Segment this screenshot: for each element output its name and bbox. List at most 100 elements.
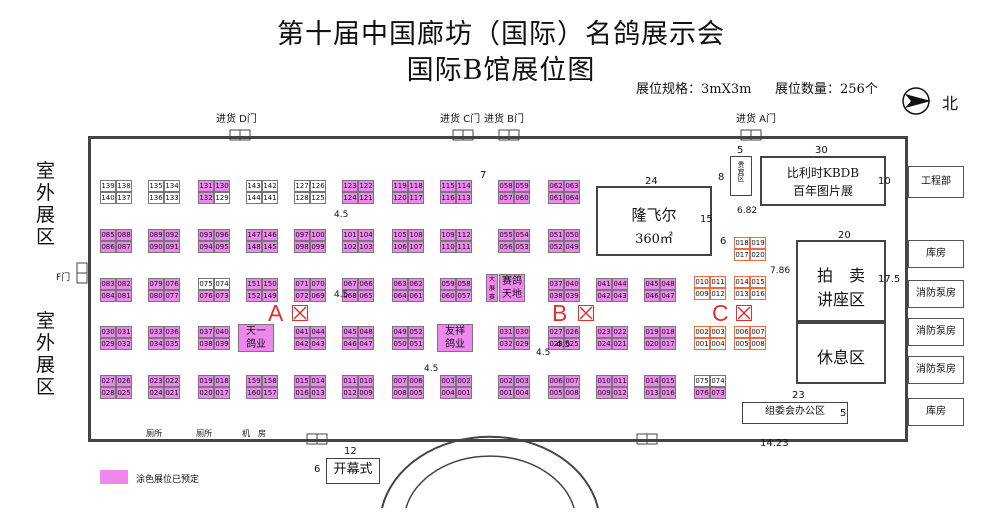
- booth-128[interactable]: 128: [294, 192, 310, 204]
- booth-019[interactable]: 019: [198, 375, 214, 387]
- booth-142[interactable]: 142: [262, 180, 278, 192]
- booth-012[interactable]: 012: [710, 288, 726, 300]
- booth-001[interactable]: 001: [694, 338, 710, 350]
- booth-109[interactable]: 109: [440, 229, 456, 241]
- booth-013[interactable]: 013: [734, 288, 750, 300]
- booth-122[interactable]: 122: [358, 180, 374, 192]
- booth-102[interactable]: 102: [342, 241, 358, 253]
- booth-067[interactable]: 067: [342, 278, 358, 290]
- booth-099[interactable]: 099: [310, 241, 326, 253]
- booth-saigetiandi[interactable]: 赛鸽天地: [499, 274, 525, 302]
- booth-020[interactable]: 020: [644, 338, 660, 350]
- booth-116[interactable]: 116: [440, 192, 456, 204]
- booth-143[interactable]: 143: [246, 180, 262, 192]
- booth-004[interactable]: 004: [440, 387, 456, 399]
- booth-039[interactable]: 039: [564, 290, 580, 302]
- booth-105[interactable]: 105: [392, 229, 408, 241]
- booth-042[interactable]: 042: [596, 290, 612, 302]
- booth-005[interactable]: 005: [548, 387, 564, 399]
- booth-063[interactable]: 063: [392, 278, 408, 290]
- booth-047[interactable]: 047: [358, 338, 374, 350]
- booth-106[interactable]: 106: [392, 241, 408, 253]
- booth-040[interactable]: 040: [564, 278, 580, 290]
- booth-007[interactable]: 007: [564, 375, 580, 387]
- booth-091[interactable]: 091: [164, 241, 180, 253]
- booth-086[interactable]: 086: [100, 241, 116, 253]
- booth-013[interactable]: 013: [310, 387, 326, 399]
- booth-026[interactable]: 026: [564, 326, 580, 338]
- booth-127[interactable]: 127: [294, 180, 310, 192]
- booth-147[interactable]: 147: [246, 229, 262, 241]
- booth-062[interactable]: 062: [408, 278, 424, 290]
- booth-002[interactable]: 002: [694, 326, 710, 338]
- booth-148[interactable]: 148: [246, 241, 262, 253]
- booth-052[interactable]: 052: [408, 326, 424, 338]
- booth-098[interactable]: 098: [294, 241, 310, 253]
- booth-003[interactable]: 003: [514, 375, 530, 387]
- booth-062[interactable]: 062: [548, 180, 564, 192]
- booth-001[interactable]: 001: [498, 387, 514, 399]
- booth-008[interactable]: 008: [392, 387, 408, 399]
- booth-030[interactable]: 030: [100, 326, 116, 338]
- booth-026[interactable]: 026: [116, 375, 132, 387]
- booth-039[interactable]: 039: [214, 338, 230, 350]
- booth-048[interactable]: 048: [358, 326, 374, 338]
- booth-120[interactable]: 120: [392, 192, 408, 204]
- booth-129[interactable]: 129: [214, 192, 230, 204]
- booth-003[interactable]: 003: [440, 375, 456, 387]
- booth-076[interactable]: 076: [164, 278, 180, 290]
- booth-132[interactable]: 132: [198, 192, 214, 204]
- booth-088[interactable]: 088: [116, 229, 132, 241]
- booth-061[interactable]: 061: [548, 192, 564, 204]
- booth-065[interactable]: 065: [358, 290, 374, 302]
- booth-031[interactable]: 031: [498, 326, 514, 338]
- booth-016[interactable]: 016: [660, 387, 676, 399]
- booth-008[interactable]: 008: [750, 338, 766, 350]
- booth-066[interactable]: 066: [358, 278, 374, 290]
- booth-052[interactable]: 052: [548, 241, 564, 253]
- booth-064[interactable]: 064: [564, 192, 580, 204]
- booth-015[interactable]: 015: [660, 375, 676, 387]
- booth-119[interactable]: 119: [392, 180, 408, 192]
- booth-097[interactable]: 097: [294, 229, 310, 241]
- booth-157[interactable]: 157: [262, 387, 278, 399]
- booth-084[interactable]: 084: [100, 290, 116, 302]
- booth-073[interactable]: 073: [214, 290, 230, 302]
- booth-046[interactable]: 046: [342, 338, 358, 350]
- booth-038[interactable]: 038: [198, 338, 214, 350]
- booth-019[interactable]: 019: [750, 237, 766, 249]
- booth-095[interactable]: 095: [214, 241, 230, 253]
- booth-014[interactable]: 014: [310, 375, 326, 387]
- booth-135[interactable]: 135: [148, 180, 164, 192]
- booth-029[interactable]: 029: [514, 338, 530, 350]
- booth-009[interactable]: 009: [694, 288, 710, 300]
- booth-060[interactable]: 060: [440, 290, 456, 302]
- booth-152[interactable]: 152: [246, 290, 262, 302]
- booth-073[interactable]: 073: [710, 387, 726, 399]
- booth-110[interactable]: 110: [440, 241, 456, 253]
- booth-037[interactable]: 037: [548, 278, 564, 290]
- booth-115[interactable]: 115: [440, 180, 456, 192]
- booth-159[interactable]: 159: [246, 375, 262, 387]
- booth-058[interactable]: 058: [456, 278, 472, 290]
- booth-074[interactable]: 074: [710, 375, 726, 387]
- booth-057[interactable]: 057: [498, 192, 514, 204]
- booth-130[interactable]: 130: [214, 180, 230, 192]
- booth-013[interactable]: 013: [644, 387, 660, 399]
- booth-012[interactable]: 012: [342, 387, 358, 399]
- booth-018[interactable]: 018: [214, 375, 230, 387]
- booth-079[interactable]: 079: [148, 278, 164, 290]
- booth-050[interactable]: 050: [392, 338, 408, 350]
- booth-081[interactable]: 081: [116, 290, 132, 302]
- booth-043[interactable]: 043: [612, 290, 628, 302]
- booth-023[interactable]: 023: [148, 375, 164, 387]
- booth-064[interactable]: 064: [392, 290, 408, 302]
- booth-016[interactable]: 016: [750, 288, 766, 300]
- booth-049[interactable]: 049: [564, 241, 580, 253]
- booth-tianyi[interactable]: 天一鸽业: [238, 324, 274, 352]
- booth-083[interactable]: 083: [100, 278, 116, 290]
- booth-092[interactable]: 092: [164, 229, 180, 241]
- booth-089[interactable]: 089: [148, 229, 164, 241]
- booth-027[interactable]: 027: [100, 375, 116, 387]
- booth-049[interactable]: 049: [392, 326, 408, 338]
